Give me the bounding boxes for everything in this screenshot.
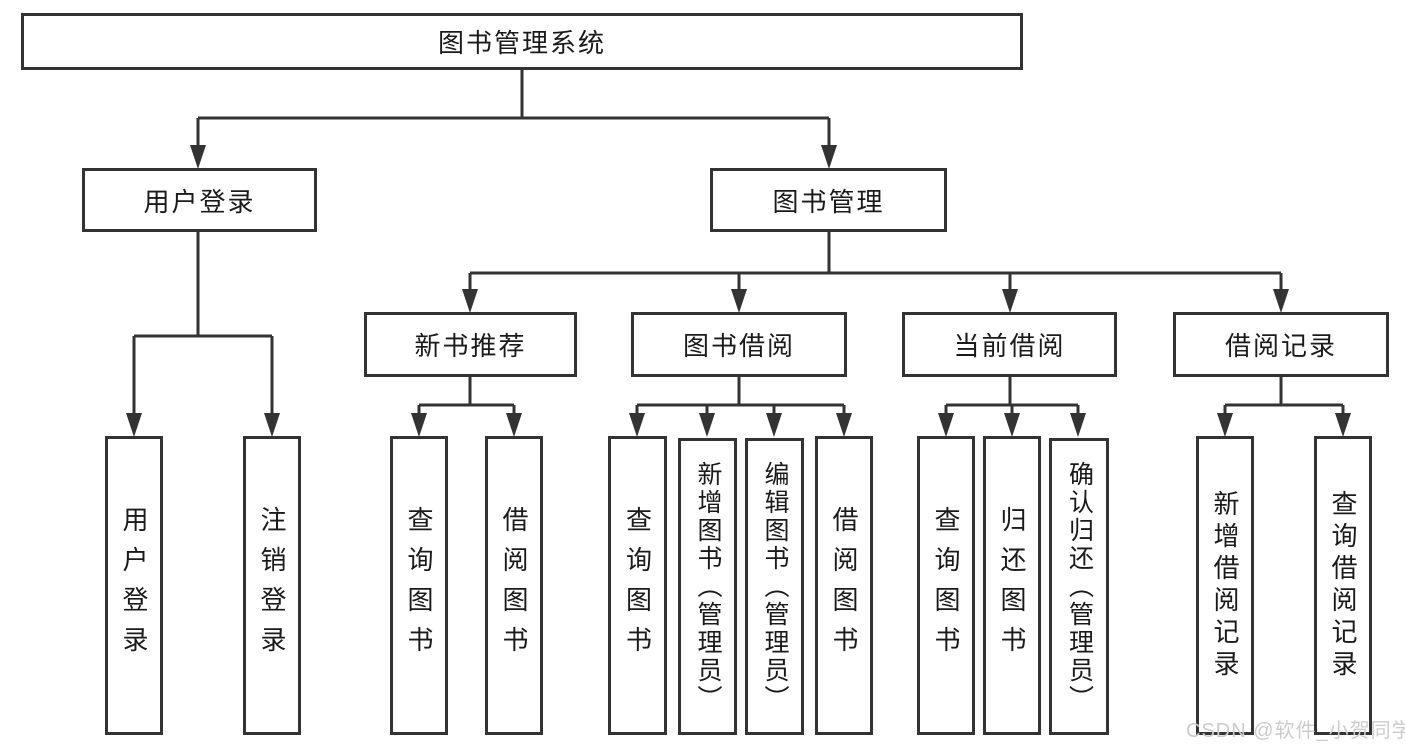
node-system-root: 图书管理系统 <box>21 13 1023 70</box>
node-label: 归还图书 <box>997 505 1027 666</box>
leaf-confirm-return-admin: 确认归还（管理员） <box>1049 438 1109 735</box>
node-label: 新增图书（管理员） <box>694 460 722 713</box>
node-label: 图书管理 <box>772 186 885 217</box>
node-label: 查询图书 <box>622 505 653 666</box>
leaf-logout: 注销登录 <box>243 436 301 735</box>
node-label: 新书推荐 <box>414 331 527 361</box>
node-book-management: 图书管理 <box>710 168 947 232</box>
node-label: 图书管理系统 <box>437 28 606 58</box>
node-label: 查询图书 <box>931 505 961 666</box>
leaf-query-books-current: 查询图书 <box>917 436 975 735</box>
leaf-add-book-admin: 新增图书（管理员） <box>678 438 737 735</box>
node-label: 用户登录 <box>119 505 149 666</box>
node-label: 新增借阅记录 <box>1210 489 1240 682</box>
leaf-borrow-books-recommend: 借阅图书 <box>485 436 543 735</box>
node-label: 借阅图书 <box>499 505 529 666</box>
leaf-query-books-borrow: 查询图书 <box>608 436 667 735</box>
node-borrow-records: 借阅记录 <box>1173 312 1389 377</box>
node-book-borrow: 图书借阅 <box>631 312 847 377</box>
node-label: 借阅图书 <box>829 505 859 666</box>
leaf-user-login: 用户登录 <box>105 436 163 735</box>
node-label: 查询借阅记录 <box>1328 489 1358 682</box>
watermark: CSDN @软件_小贺同学 <box>1186 720 1405 742</box>
leaf-borrow-books-borrow: 借阅图书 <box>815 436 873 735</box>
node-user-login: 用户登录 <box>82 168 317 232</box>
node-label: 借阅记录 <box>1224 331 1337 361</box>
leaf-return-book: 归还图书 <box>983 436 1041 735</box>
leaf-query-borrow-record: 查询借阅记录 <box>1314 436 1372 735</box>
leaf-add-borrow-record: 新增借阅记录 <box>1196 436 1254 735</box>
leaf-edit-book-admin: 编辑图书（管理员） <box>745 438 804 735</box>
node-label: 注销登录 <box>257 505 287 666</box>
node-label: 用户登录 <box>143 186 256 217</box>
node-label: 图书借阅 <box>682 331 795 361</box>
node-label: 查询图书 <box>404 505 434 666</box>
node-label: 编辑图书（管理员） <box>761 460 789 713</box>
arrowheads <box>126 145 1351 437</box>
node-label: 确认归还（管理员） <box>1065 460 1094 713</box>
node-label: 当前借阅 <box>953 331 1066 361</box>
leaf-query-books-recommend: 查询图书 <box>390 436 448 735</box>
node-new-book-recommend: 新书推荐 <box>364 312 577 377</box>
node-current-borrow: 当前借阅 <box>902 312 1117 377</box>
